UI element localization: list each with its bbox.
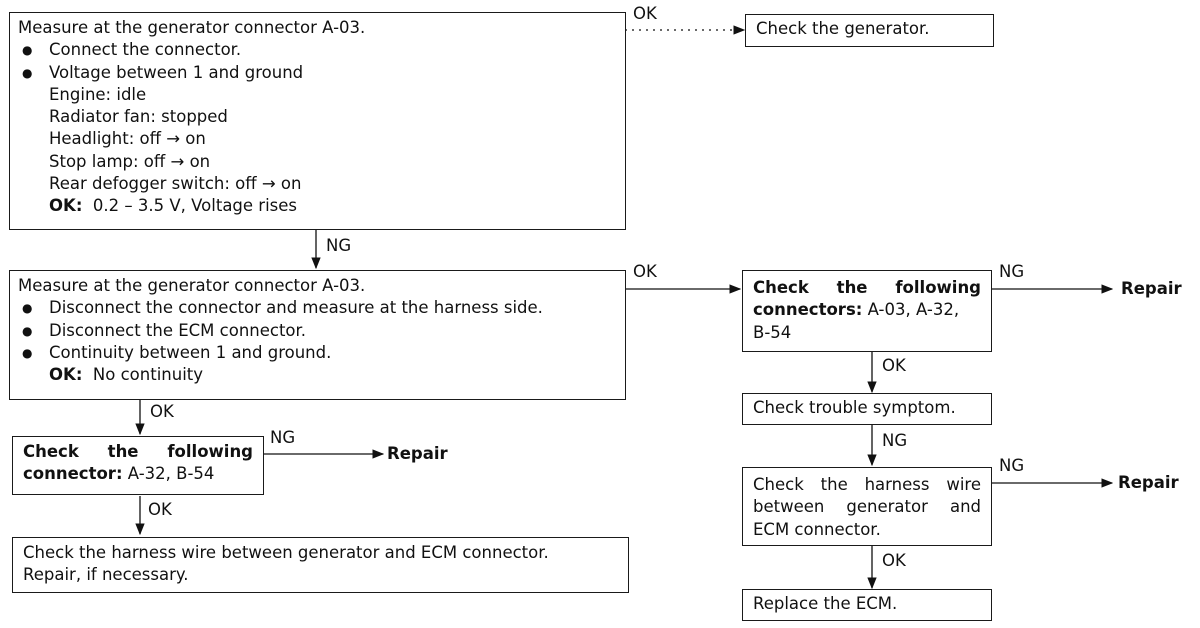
ok-label-right: OK — [882, 356, 906, 375]
ok-value: No continuity — [92, 365, 204, 385]
bullet-item: Voltage between 1 and ground — [18, 62, 617, 85]
check-connectors-line2: connectors: A-03, A-32, — [753, 299, 981, 321]
step-title: Measure at the generator connector A-03. — [18, 276, 366, 295]
ok-criteria: OK: No continuity — [18, 364, 617, 386]
harness-line2: Repair, if necessary. — [23, 565, 189, 585]
ng-label-right3: NG — [999, 456, 1025, 475]
condition-item: Stop lamp: off → on — [49, 151, 211, 171]
ng-label-right2: NG — [882, 431, 908, 450]
check-connector-heading: Check the following — [23, 441, 253, 463]
repair-right1: Repair — [1121, 279, 1182, 298]
trouble-symptom-text: Check trouble symptom. — [753, 398, 956, 417]
harness-ecm-line1: Check the harness wire — [753, 475, 981, 494]
ng-label-right: NG — [999, 262, 1025, 281]
check-connectors-line1: Check the following — [753, 278, 981, 297]
bullet-item: Connect the connector. — [18, 39, 617, 62]
ng-label-1: NG — [326, 236, 352, 255]
connector-label: connector: — [23, 464, 123, 484]
ok-label-mid: OK — [633, 262, 657, 281]
connectors-label: connectors: — [753, 300, 863, 320]
ok-label: OK: — [49, 196, 83, 216]
check-generator-text: Check the generator. — [756, 19, 930, 38]
check-connector-line2: connector: A-32, B-54 — [23, 463, 253, 485]
measure-continuity-box: Measure at the generator connector A-03.… — [9, 270, 626, 400]
ok-label-left2: OK — [148, 500, 172, 519]
ok-label-left: OK — [150, 402, 174, 421]
check-connector-line1: Check the following — [23, 442, 253, 461]
harness-ecm-line3: ECM connector. — [753, 519, 881, 539]
condition-item: Radiator fan: stopped — [49, 107, 228, 127]
check-generator-box: Check the generator. — [745, 14, 994, 47]
harness-ecm-line2: between generator and — [753, 497, 981, 517]
condition-item: Headlight: off → on — [49, 129, 206, 149]
condition-item: Engine: idle — [49, 84, 147, 104]
harness-line1: Check the harness wire between generator… — [23, 543, 549, 562]
ok-label-right2: OK — [882, 551, 906, 570]
check-trouble-symptom-box: Check trouble symptom. — [742, 393, 992, 425]
replace-ecm-text: Replace the ECM. — [753, 594, 898, 613]
check-connectors-box: Check the following connectors: A-03, A-… — [742, 270, 992, 352]
check-connector-box: Check the following connector: A-32, B-5… — [12, 436, 264, 495]
ng-label-left: NG — [270, 428, 296, 447]
ok-value: 0.2 – 3.5 V, Voltage rises — [92, 196, 298, 216]
check-harness-wire-box: Check the harness wire between generator… — [12, 537, 629, 593]
replace-ecm-box: Replace the ECM. — [742, 589, 992, 621]
condition-item: Rear defogger switch: off → on — [49, 174, 302, 194]
connector-list: A-32, B-54 — [127, 464, 215, 484]
check-harness-ecm-box: Check the harness wire between generator… — [742, 467, 992, 546]
connectors-list: A-03, A-32, — [867, 300, 960, 320]
bullet-item: Continuity between 1 and ground. — [18, 342, 617, 365]
check-connectors-line3: B-54 — [753, 322, 792, 342]
step-title: Measure at the generator connector A-03. — [18, 18, 366, 37]
repair-left: Repair — [387, 444, 448, 463]
check-connectors-heading: Check the following — [753, 277, 981, 299]
ok-label-top: OK — [633, 4, 657, 23]
ok-label: OK: — [49, 365, 83, 385]
bullet-item: Disconnect the connector and measure at … — [18, 297, 617, 320]
repair-right2: Repair — [1118, 473, 1179, 492]
measure-voltage-box: Measure at the generator connector A-03.… — [9, 12, 626, 230]
ok-criteria: OK: 0.2 – 3.5 V, Voltage rises — [18, 195, 617, 217]
bullet-item: Disconnect the ECM connector. — [18, 320, 617, 343]
